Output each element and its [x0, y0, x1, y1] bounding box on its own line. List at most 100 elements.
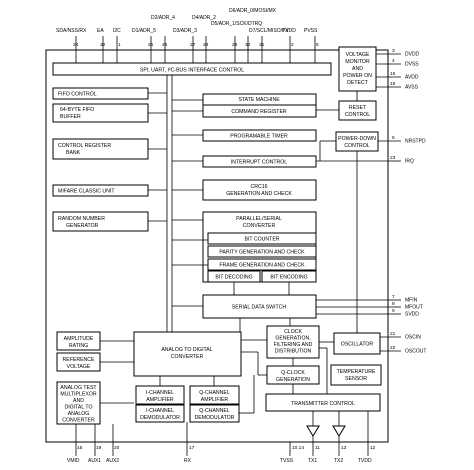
serial-data-switch-block: [202, 294, 317, 319]
pin-num-avss: 18: [390, 81, 396, 87]
bottom-pin-lines: [75, 411, 369, 456]
pin-dvss: DVSS: [405, 62, 419, 68]
pin-rx: RX: [184, 458, 192, 464]
clock-label-3: FILTERING AND: [274, 342, 313, 348]
pin-num-sda: 24: [73, 42, 79, 48]
pin-tvss: TVSS: [280, 458, 294, 464]
q-channel-amplifier-block: [189, 385, 240, 405]
bit-decoding-label: BIT DECODING: [215, 275, 252, 281]
ref-label-1: REFERENCE: [63, 357, 96, 363]
analog-test-label-6: CONVERTER: [62, 418, 95, 424]
pin-ea: EA: [97, 28, 104, 34]
analog-test-label-2: MULTIPLEXOR: [60, 392, 96, 398]
i-amp-label-2: AMPLIFIER: [146, 397, 174, 403]
voltage-label-5: DETECT: [347, 80, 369, 86]
q-channel-demodulator-block: [189, 404, 240, 423]
pin-d5: D5/ADR_1/SCK/DTRQ: [211, 21, 262, 27]
control-register-label-1: CONTROL REGISTER: [58, 143, 111, 149]
random-number-generator-block: [52, 211, 149, 232]
i-demod-label-1: I-CHANNEL: [146, 408, 174, 414]
crc-label-2: GENERATION AND CHECK: [226, 191, 292, 197]
pin-d1: D1/ADR_5: [132, 28, 156, 34]
pin-aux1: AUX1: [88, 458, 101, 464]
pin-avdd: AVDD: [405, 75, 419, 81]
analog-test-label-5: ANALOG: [68, 411, 90, 417]
control-register-bank-block: [52, 138, 149, 160]
pin-d6: D6/ADR_0/MOSI/MX: [229, 8, 277, 14]
bit-counter-label: BIT COUNTER: [244, 237, 279, 243]
pin-num-oscout: 22: [390, 345, 396, 351]
i-channel-demodulator-block: [135, 404, 185, 423]
tx-drivers: [306, 411, 346, 456]
pin-avss: AVSS: [405, 85, 419, 91]
pin-nrstpd: NRSTPD: [405, 139, 426, 145]
temperature-sensor-block: [330, 364, 382, 386]
pin-num-d2: 26: [162, 42, 168, 48]
transmitter-control-block: [265, 393, 381, 412]
parallel-label-1: PARALLEL/SERIAL: [236, 216, 282, 222]
temp-label-2: SENSOR: [345, 376, 367, 382]
adc-label-2: CONVERTER: [171, 354, 204, 360]
pin-num-aux2: 20: [114, 445, 120, 451]
pin-num-rx: 17: [189, 445, 195, 451]
voltage-monitor-block: [338, 46, 377, 92]
adc-label-1: ANALOG TO DIGITAL: [161, 347, 212, 353]
voltage-label-3: AND: [352, 66, 363, 72]
pin-num-svdd: 9: [392, 308, 395, 314]
analog-test-label-4: DIGITAL TO: [64, 405, 92, 411]
i-demod-label-2: DEMODULATOR: [140, 415, 180, 421]
pin-num-tx2: 13: [341, 445, 347, 451]
reset-label-1: RESET: [349, 105, 367, 111]
bit-counter-block: [207, 232, 317, 245]
reset-control-block: [338, 100, 377, 121]
frame-block: [207, 258, 317, 271]
fifo-control-block: [52, 87, 149, 100]
random-label-1: RANDOM NUMBER: [58, 216, 105, 222]
i-amp-label-1: I-CHANNEL: [146, 390, 174, 396]
q-demod-label-2: DEMODULATOR: [195, 415, 235, 421]
analog-test-block: [56, 381, 101, 425]
pin-sda: SDA/NSS/RX: [56, 28, 87, 34]
command-register-label: COMMAND REGISTER: [231, 109, 287, 115]
bit-encoding-label: BIT ENCODING: [270, 275, 307, 281]
main-bus: [166, 75, 173, 345]
mifare-label: MIFARE CLASSIC UNIT: [58, 189, 115, 195]
q-amp-label-1: Q-CHANNEL: [199, 390, 230, 396]
timer-label: PROGRAMABLE TIMER: [230, 134, 288, 140]
pin-num-tvss: 10,14: [292, 445, 304, 451]
pin-num-oscin: 21: [390, 331, 396, 337]
pin-num-dvss: 4: [392, 58, 395, 64]
parallel-label-2: CONVERTER: [243, 223, 276, 229]
pin-mfout: MFOUT: [405, 305, 423, 311]
powerdown-label-1: POWER-DOWN: [338, 136, 376, 142]
fifo-control-label: FIFO CONTROL: [58, 92, 97, 98]
q-amp-label-2: AMPLIFIER: [201, 397, 229, 403]
pin-aux2: AUX2: [106, 458, 119, 464]
pin-d3: D3/ADR_3: [173, 28, 197, 34]
voltage-label-4: POWER ON: [343, 73, 372, 79]
programmable-timer-block: [202, 129, 317, 142]
pin-num-nrstpd: 6: [392, 135, 395, 141]
pin-num-mfin: 7: [392, 294, 395, 300]
pin-oscout: OSCOUT: [405, 349, 426, 355]
ref-label-2: VOLTAGE: [67, 364, 91, 370]
pin-num-d7: 31: [259, 42, 265, 48]
pin-num-irq: 23: [390, 155, 396, 161]
transmitter-label: TRANSMITTER CONTROL: [291, 401, 355, 407]
crc16-block: [202, 179, 317, 201]
qclock-label-2: GENERATION: [276, 377, 310, 383]
pin-tx1: TX1: [308, 458, 317, 464]
pin-d2: D2/ADR_4: [151, 15, 175, 21]
pin-d4: D4/ADR_2: [192, 15, 216, 21]
pin-num-d6: 30: [245, 42, 251, 48]
qclock-label-1: Q-CLOCK: [281, 370, 305, 376]
clock-generation-block: [266, 325, 320, 359]
pin-num-pvdd: 2: [291, 42, 294, 48]
pin-svdd: SVDD: [405, 312, 419, 318]
pin-num-i2c: 1: [118, 42, 121, 48]
state-machine-label: STATE MACHINE: [238, 97, 280, 103]
pin-vmid: VMID: [67, 458, 80, 464]
clock-label-1: CLOCK: [284, 329, 302, 335]
pin-num-ea: 32: [100, 42, 106, 48]
